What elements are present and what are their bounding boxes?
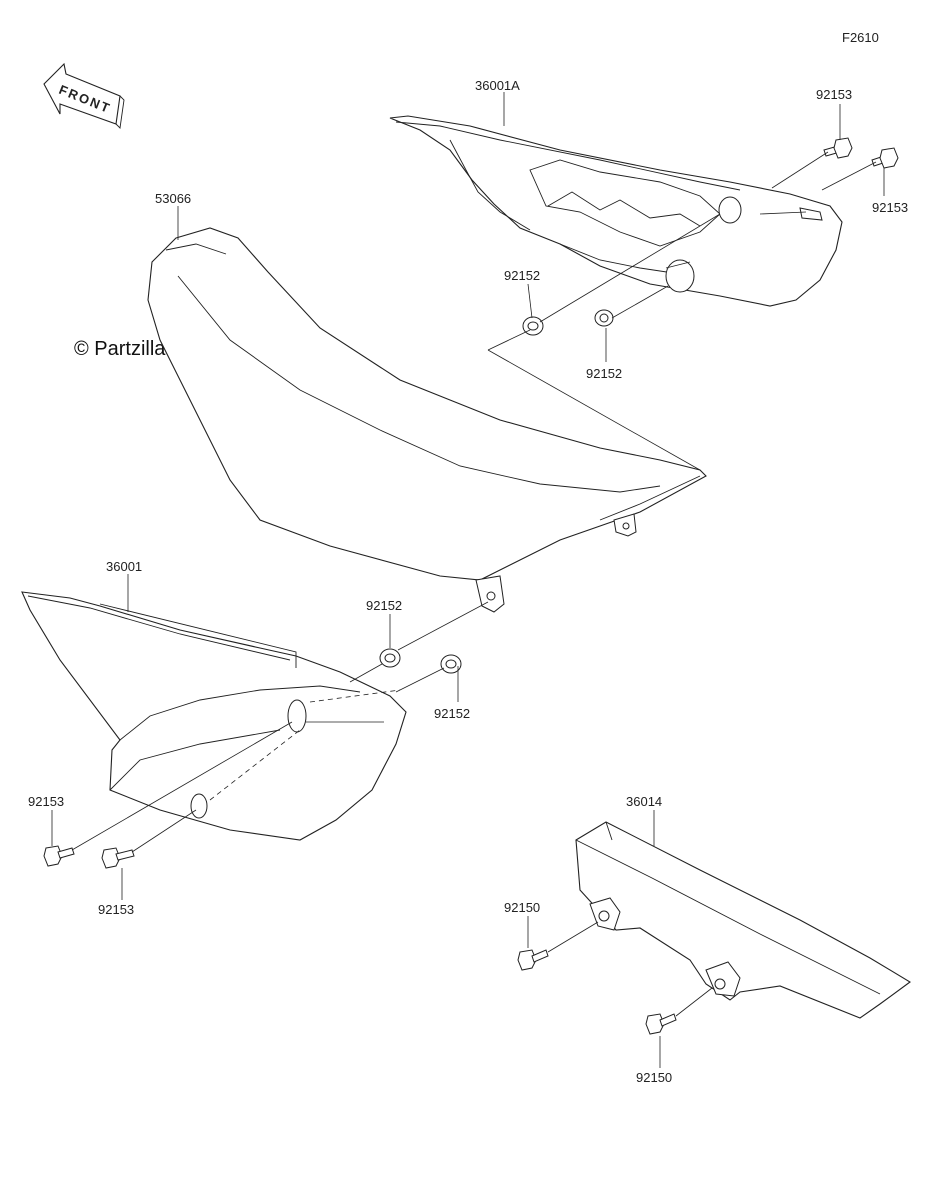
bolt-92153-b-icon	[871, 147, 899, 169]
bolt-92150-b-icon	[645, 1013, 677, 1035]
chain-guard-36014	[575, 821, 911, 1019]
bolt-92153-d-icon	[101, 847, 135, 869]
side-cover-right-36001a	[389, 115, 843, 307]
callout-92153-b: 92153	[872, 200, 908, 215]
bolt-92153-c-icon	[43, 845, 75, 867]
collar-92152-a-icon	[522, 316, 544, 336]
callout-92150-a: 92150	[504, 900, 540, 915]
bolt-92150-a-icon	[517, 949, 549, 971]
callout-92152-c: 92152	[366, 598, 402, 613]
callout-92152-d: 92152	[434, 706, 470, 721]
callout-92152-a: 92152	[504, 268, 540, 283]
callout-92153-c: 92153	[28, 794, 64, 809]
callout-92152-b: 92152	[586, 366, 622, 381]
collar-92152-c-icon	[379, 648, 401, 668]
seat-53066	[147, 227, 707, 613]
callout-53066: 53066	[155, 191, 191, 206]
callout-36001: 36001	[106, 559, 142, 574]
figure-code: F2610	[842, 30, 879, 45]
front-arrow-icon: FRONT	[43, 62, 125, 129]
callout-36014: 36014	[626, 794, 662, 809]
bolt-92153-a-icon	[823, 137, 853, 159]
callout-92153-a: 92153	[816, 87, 852, 102]
side-cover-left-36001	[21, 591, 407, 841]
callout-92153-d: 92153	[98, 902, 134, 917]
callout-36001a: 36001A	[475, 78, 520, 93]
collar-92152-d-icon	[440, 654, 462, 674]
collar-92152-b-icon	[594, 309, 614, 327]
callout-92150-b: 92150	[636, 1070, 672, 1085]
leader-lines	[51, 92, 885, 1068]
